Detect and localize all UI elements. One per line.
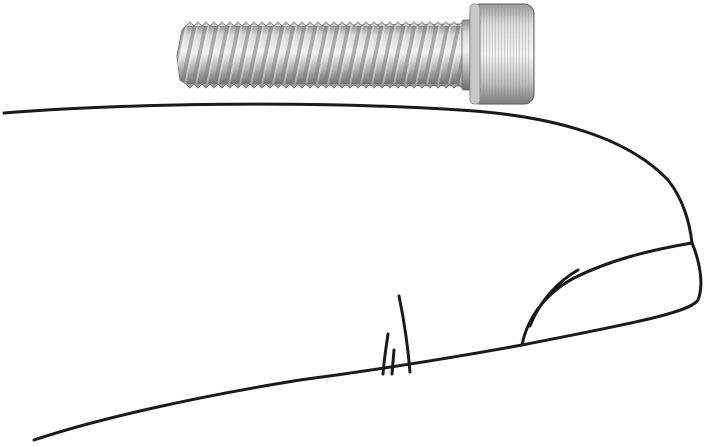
finger-bottom-edge [32,343,524,442]
screw-shaft [176,21,475,89]
knuckle-crease-short-1 [381,332,390,376]
knuckle-crease-long [397,294,412,374]
screw-head [469,3,535,105]
fingertip-edge [520,241,703,347]
finger-top-edge [2,102,694,245]
socket-head-cap-screw-icon [176,3,535,105]
finger-outline-icon [2,102,703,442]
knuckle-crease-short-2 [390,348,396,376]
nail-crease-line [528,268,580,328]
